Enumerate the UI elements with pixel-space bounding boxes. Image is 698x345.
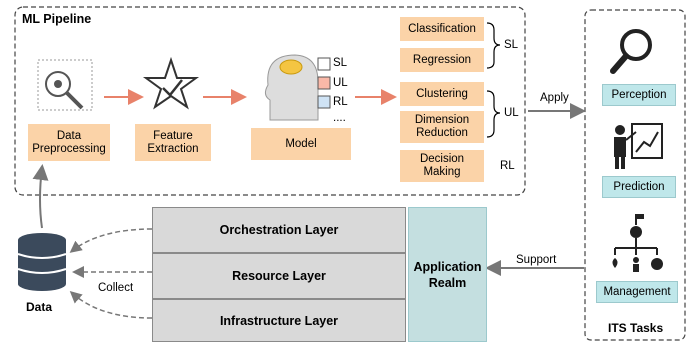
data-preprocessing-box: Data Preprocessing [28, 124, 110, 161]
database-icon [17, 233, 67, 291]
model-tag-more: .... [333, 112, 346, 124]
its-tasks-title: ITS Tasks [608, 321, 664, 335]
model-tag-ul: UL [333, 77, 348, 89]
infrastructure-layer: Infrastructure Layer [152, 299, 406, 342]
resource-layer: Resource Layer [152, 253, 406, 299]
dimension-reduction-box: Dimension Reduction [400, 111, 484, 143]
data-label: Data [26, 300, 53, 314]
orchestration-to-data-arrow [69, 228, 153, 253]
magnifier-icon [610, 29, 652, 74]
sl-brace [486, 22, 501, 69]
feature-extraction-icon [142, 56, 200, 110]
group-label-sl: SL [504, 39, 519, 51]
management-hierarchy-icon [612, 214, 663, 272]
support-label: Support [516, 254, 557, 266]
application-realm-line1: Application [413, 259, 482, 274]
ml-pipeline-container [14, 6, 526, 196]
ml-pipeline-title: ML Pipeline [22, 12, 92, 26]
apply-label: Apply [540, 92, 569, 104]
management-box: Management [596, 281, 678, 303]
classification-box: Classification [400, 17, 484, 41]
perception-box: Perception [602, 84, 676, 106]
presenter-chart-icon [614, 123, 663, 169]
its-tasks-container [584, 9, 686, 341]
application-realm-line2: Realm [428, 275, 467, 290]
model-tag-sl: SL [333, 57, 348, 69]
group-label-rl: RL [500, 160, 515, 172]
model-tag-rl: RL [333, 96, 348, 108]
model-head-icon [264, 54, 331, 121]
collect-label: Collect [98, 282, 134, 294]
decision-making-box: Decision Making [400, 150, 484, 182]
model-box: Model [251, 128, 351, 160]
data-to-preprocessing-arrow [32, 164, 49, 229]
ul-brace [486, 90, 501, 138]
orchestration-layer: Orchestration Layer [152, 207, 406, 253]
feature-extraction-box: Feature Extraction [135, 124, 211, 161]
clustering-box: Clustering [400, 82, 484, 106]
preprocessing-icon [37, 59, 93, 111]
prediction-box: Prediction [602, 176, 676, 198]
application-realm-box: Application Realm [408, 207, 487, 342]
infrastructure-to-data-arrow [69, 291, 153, 319]
group-label-ul: UL [504, 107, 519, 119]
regression-box: Regression [400, 48, 484, 72]
